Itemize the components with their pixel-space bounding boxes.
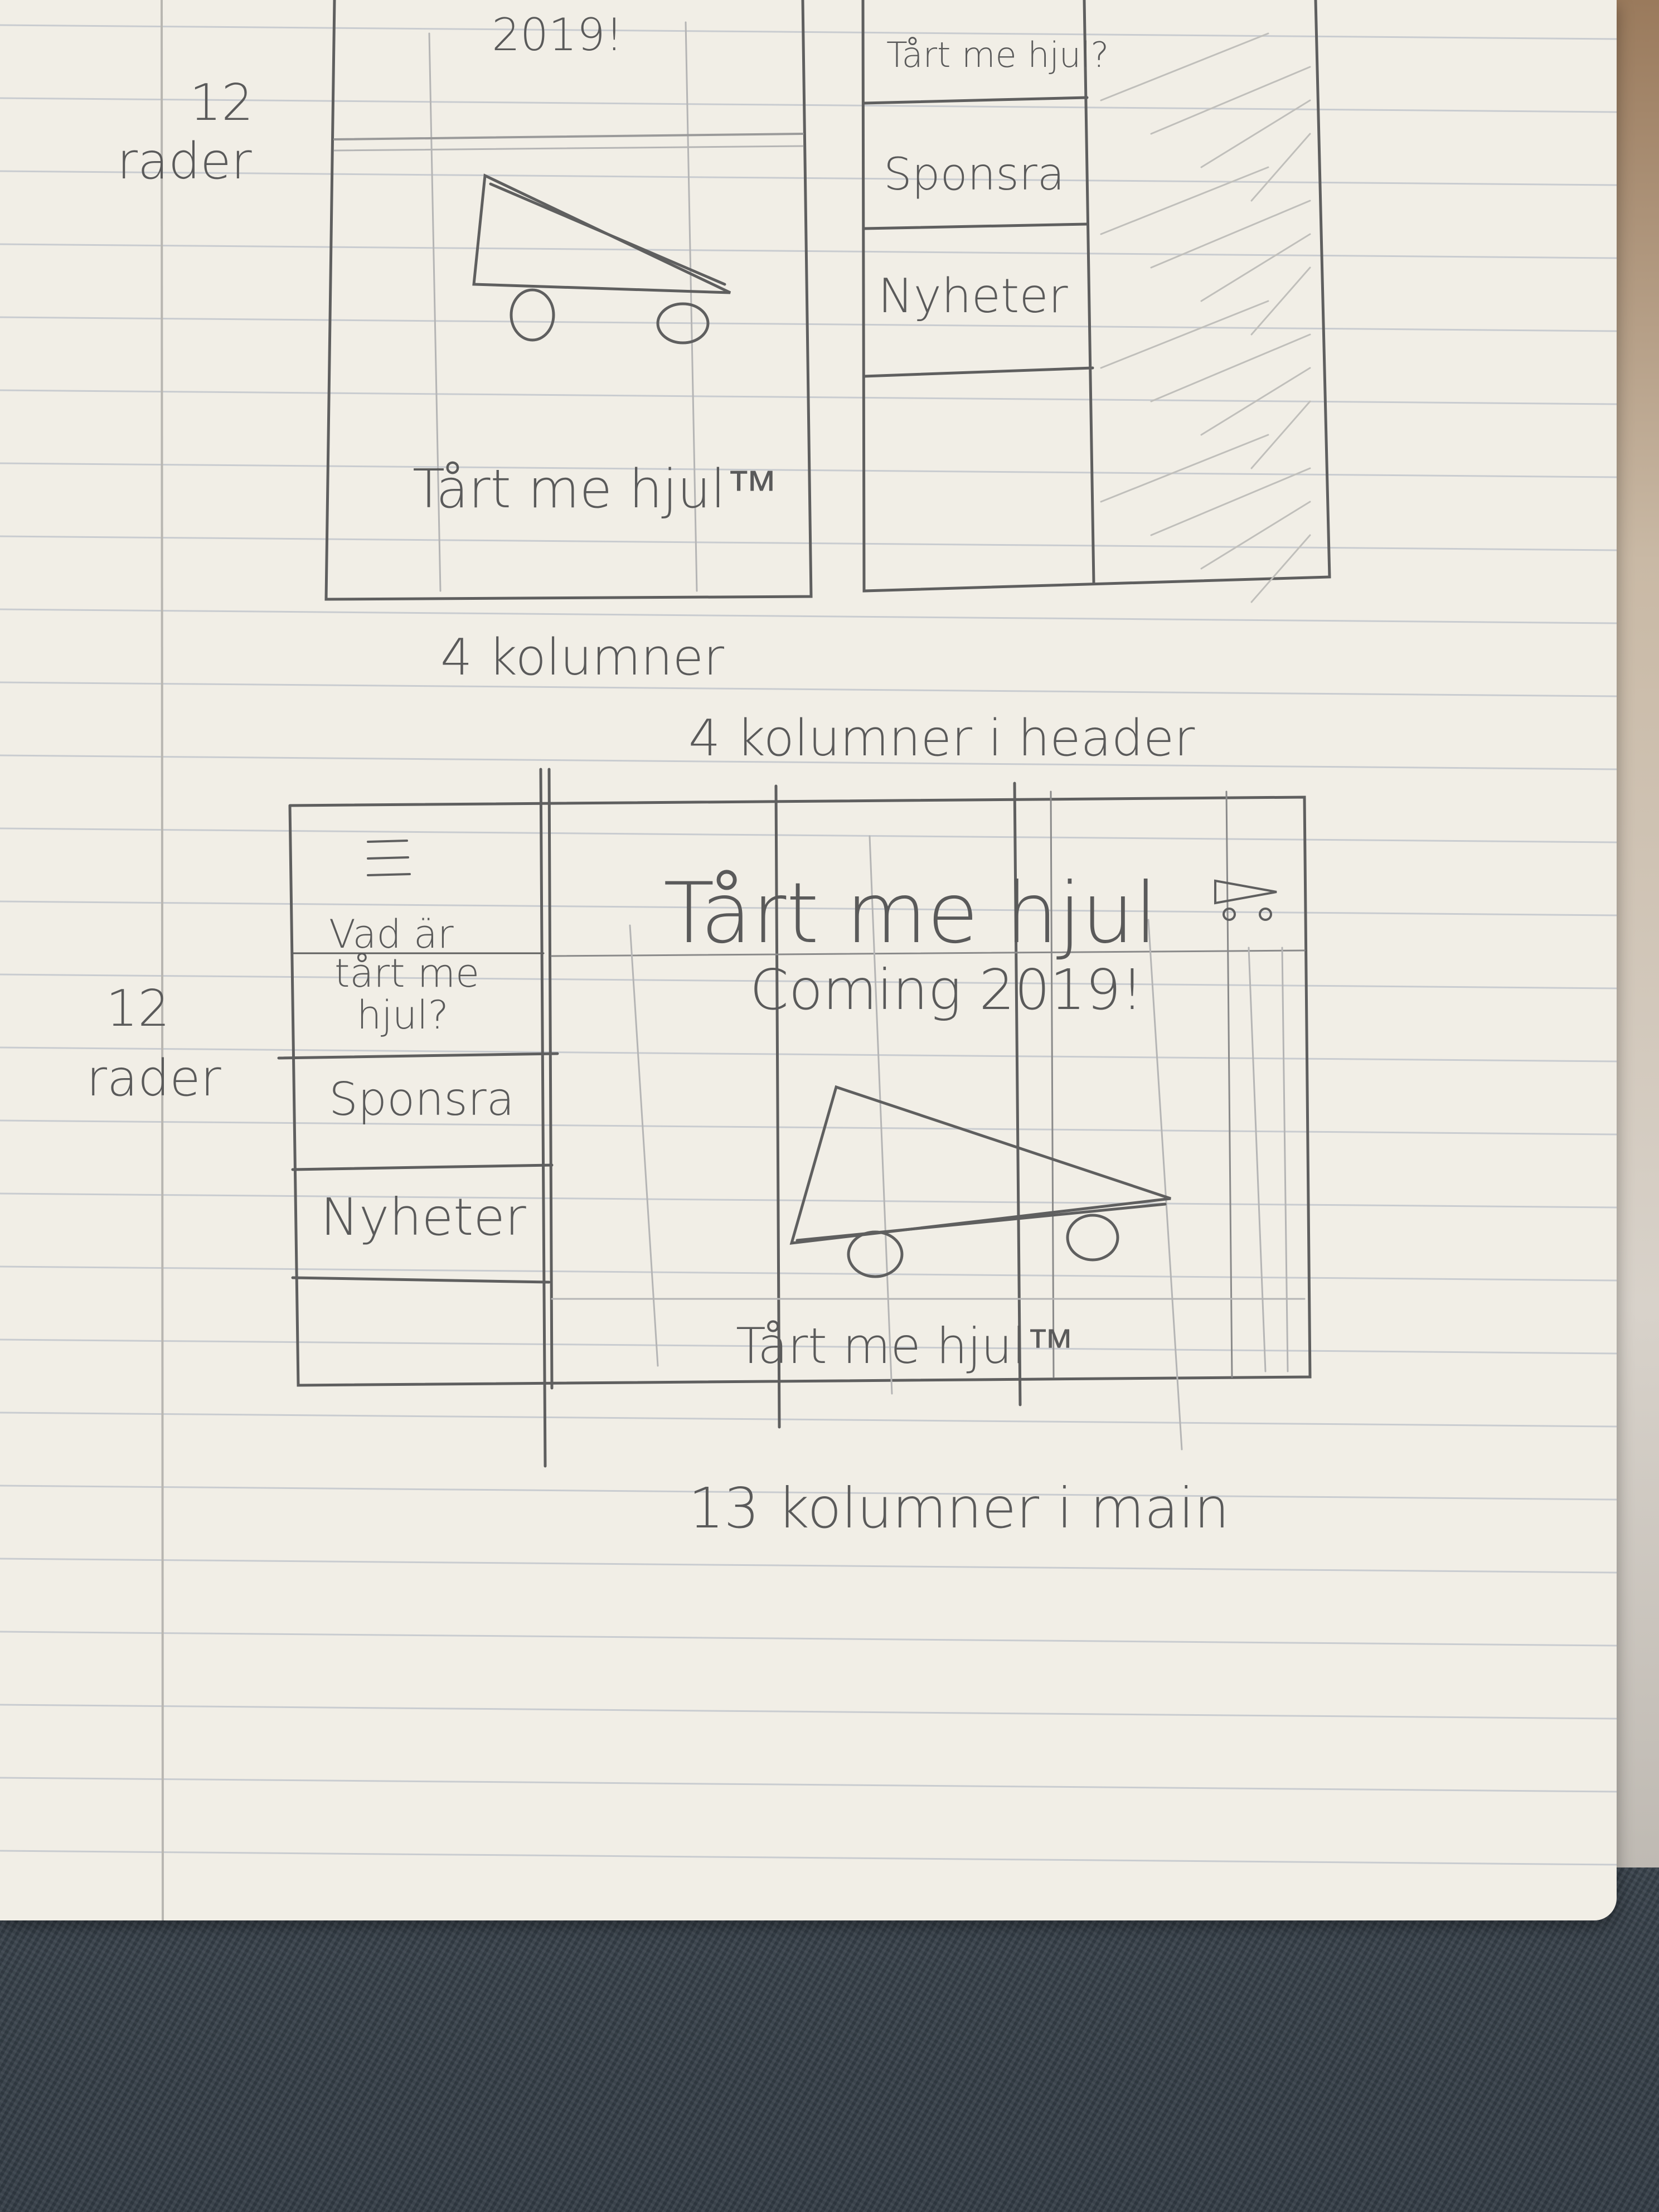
sidebar-item-what-line2: tårt me: [334, 950, 479, 996]
ruled-line: [0, 827, 1617, 843]
shade-stroke: [1200, 99, 1311, 168]
ruled-line: [0, 1850, 1617, 1866]
header-column-line: [1050, 790, 1055, 1378]
header-bottom-line: [551, 949, 1306, 957]
top-left-guide: [685, 21, 698, 592]
ruled-line: [0, 608, 1617, 624]
top-left-guide: [428, 32, 442, 592]
shade-stroke: [1200, 501, 1311, 570]
ruled-line: [0, 1338, 1617, 1355]
ruled-line: [0, 681, 1617, 697]
notebook-page: 2019! Tårt me hjul™ Tårt me hjul? Sponsr…: [0, 0, 1617, 1920]
shade-stroke: [1150, 66, 1311, 135]
bottom-rows-number: 12: [106, 979, 170, 1038]
top-left-guide: [333, 133, 804, 140]
ruled-line: [0, 170, 1617, 186]
sidebar-item-what-line1: Vad är: [329, 911, 454, 957]
ruled-line: [0, 973, 1617, 989]
sidebar-separator: [291, 1163, 554, 1171]
sidebar-divider: [539, 768, 547, 1468]
shade-stroke: [1150, 200, 1311, 269]
top-left-panel-frame: [324, 0, 813, 601]
shade-stroke: [1150, 467, 1311, 536]
top-rows-number: 12: [190, 74, 254, 132]
sidebar-item-what-line3: hjul?: [357, 992, 449, 1038]
shade-stroke: [1250, 534, 1311, 603]
shade-stroke: [1250, 400, 1311, 469]
header-columns-label: 4 kolumner i header: [688, 709, 1195, 768]
ruled-line: [0, 1119, 1617, 1136]
ruled-line: [0, 24, 1617, 40]
shade-stroke: [1100, 166, 1269, 235]
sidebar-divider: [547, 768, 554, 1390]
shade-stroke: [1100, 434, 1269, 503]
shade-stroke: [1200, 367, 1311, 436]
bottom-wireframe: [277, 768, 1312, 1468]
ruled-line: [0, 900, 1617, 916]
pencil-sketch: 2019! Tårt me hjul™ Tårt me hjul? Sponsr…: [0, 0, 1617, 1920]
top-left-guide: [333, 145, 804, 152]
top-nav-item-3: Nyheter: [878, 269, 1068, 324]
shade-stroke: [1250, 266, 1311, 336]
shade-stroke: [1150, 333, 1311, 402]
ruled-line: [0, 97, 1617, 113]
shade-stroke: [1100, 32, 1269, 101]
hamburger-icon: [367, 840, 411, 876]
ruled-line: [0, 1558, 1617, 1574]
cake-cart-drawing-main: [789, 1085, 1171, 1278]
main-column-guides: [551, 835, 1306, 1451]
ruled-line: [0, 1704, 1617, 1720]
ruled-line: [0, 1631, 1617, 1647]
ruled-line: [0, 1777, 1617, 1793]
margin-line: [161, 0, 164, 1920]
bottom-outer-frame: [288, 795, 1312, 1387]
top-columns-label: 4 kolumner: [440, 628, 724, 687]
ruled-line: [0, 1265, 1617, 1282]
ruled-line: [0, 1046, 1617, 1063]
top-nav-item-2: Sponsra: [884, 148, 1065, 200]
top-nav-separator: [862, 366, 1094, 378]
shade-stroke: [1200, 233, 1311, 302]
header-column-line: [1225, 790, 1233, 1378]
sidebar-item-sponsra: Sponsra: [329, 1073, 515, 1126]
shaded-area: [1100, 32, 1311, 603]
top-heading-year: 2019!: [492, 9, 623, 61]
header-column-line: [1013, 782, 1022, 1406]
top-nav-item-1: Tårt me hjul?: [886, 35, 1109, 75]
main-columns-label: 13 kolumner i main: [688, 1476, 1229, 1541]
top-wireframe: [324, 0, 1331, 603]
ruled-line: [0, 1485, 1617, 1501]
ruled-line: [0, 243, 1617, 259]
top-right-panel-frame: [861, 0, 1331, 593]
sidebar-separator: [277, 1052, 559, 1060]
sidebar-separator: [291, 1276, 551, 1284]
ruled-line: [0, 1192, 1617, 1209]
main-subtitle: Coming 2019!: [750, 957, 1143, 1022]
main-footer-brand: Tårt me hjul™: [736, 1317, 1075, 1375]
bottom-rows-word: rader: [86, 1049, 221, 1108]
ruled-line: [0, 1411, 1617, 1428]
sidebar-item-nyheter: Nyheter: [321, 1187, 526, 1247]
main-title: Tårt me hjul: [663, 865, 1157, 962]
ruled-line: [0, 535, 1617, 551]
cart-icon: [1214, 879, 1277, 921]
top-nav-separator: [862, 222, 1089, 230]
ruled-line: [0, 754, 1617, 770]
top-nav-separator: [862, 96, 1089, 105]
header-column-line: [774, 784, 781, 1429]
top-footer-brand: Tårt me hjul™: [413, 459, 778, 520]
shade-stroke: [1100, 300, 1269, 369]
cake-cart-drawing: [472, 173, 731, 345]
shade-stroke: [1250, 133, 1311, 202]
top-right-divider: [1083, 0, 1095, 584]
top-rows-word: rader: [117, 132, 252, 191]
